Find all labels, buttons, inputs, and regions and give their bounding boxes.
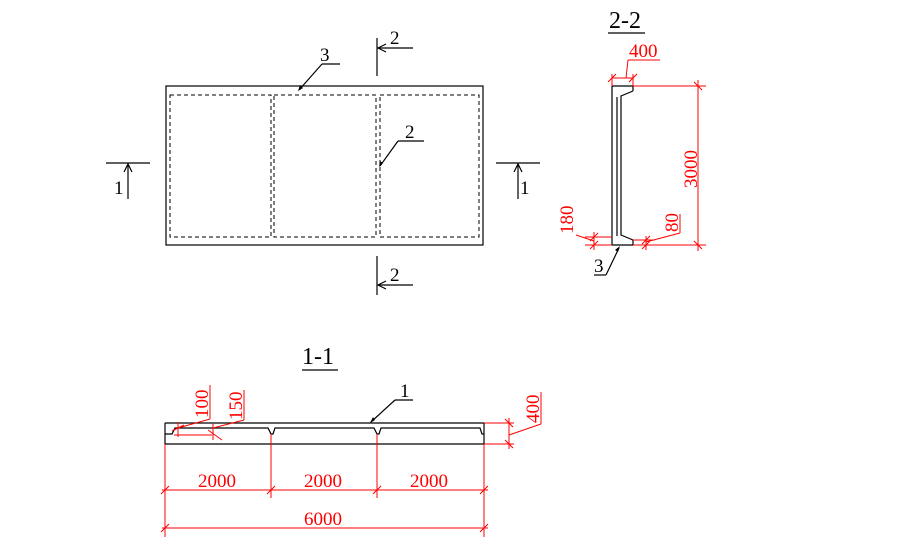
dim-total: 6000 [160,509,489,533]
plan-view: 1 1 2 2 3 [106,28,540,295]
dim-400-top: 400 [607,41,660,86]
dim-3000: 3000 [633,80,706,251]
dim-100: 100 [171,385,213,437]
callout-3-section: 3 [594,246,620,277]
section-cut-2-bottom: 2 [376,256,413,295]
callout-3-plan: 3 [298,45,340,91]
section-title: 1-1 [302,344,334,370]
dim-150: 150 [207,390,247,441]
callout-1-section: 1 [370,381,413,423]
dimension-label: 180 [557,206,578,235]
plan-panel-left [169,94,272,238]
dimension-label: 3000 [681,150,702,188]
dim-180: 180 [557,206,612,250]
dim-80: 80 [633,213,683,250]
dim-400-right: 400 [484,392,544,449]
callout-label: 3 [320,45,330,66]
dimension-label: 6000 [304,509,342,530]
dimension-label: 150 [226,392,247,421]
dimension-label: 2000 [304,471,342,492]
plan-outline [165,85,484,246]
callout-label: 1 [400,381,410,402]
section-cut-label: 1 [114,178,124,199]
dimension-label: 400 [629,41,658,62]
callout-label: 2 [405,122,415,143]
section-cut-1-left: 1 [106,162,150,199]
section-2-2: 2-2 400 [557,8,706,277]
section-1-1: 1-1 1 100 [160,344,544,537]
plan-panel-right [379,94,480,238]
section-2-2-profile [611,85,634,246]
section-cut-1-right: 1 [496,162,540,199]
dimension-label: 400 [523,395,544,424]
section-1-1-profile [164,422,485,445]
section-cut-label: 2 [390,265,400,286]
section-cut-label: 2 [390,28,400,49]
dim-spans: 2000 2000 2000 [160,471,489,495]
callout-label: 3 [594,256,604,277]
dimension-label: 2000 [410,471,448,492]
plan-panel-middle [273,94,377,238]
callout-2-plan: 2 [379,122,424,167]
dimension-label: 2000 [198,471,236,492]
dimension-label: 80 [662,213,683,232]
dimension-label: 100 [192,390,213,419]
section-title: 2-2 [609,8,641,34]
section-cut-2-top: 2 [376,28,413,76]
section-cut-label: 1 [520,178,530,199]
